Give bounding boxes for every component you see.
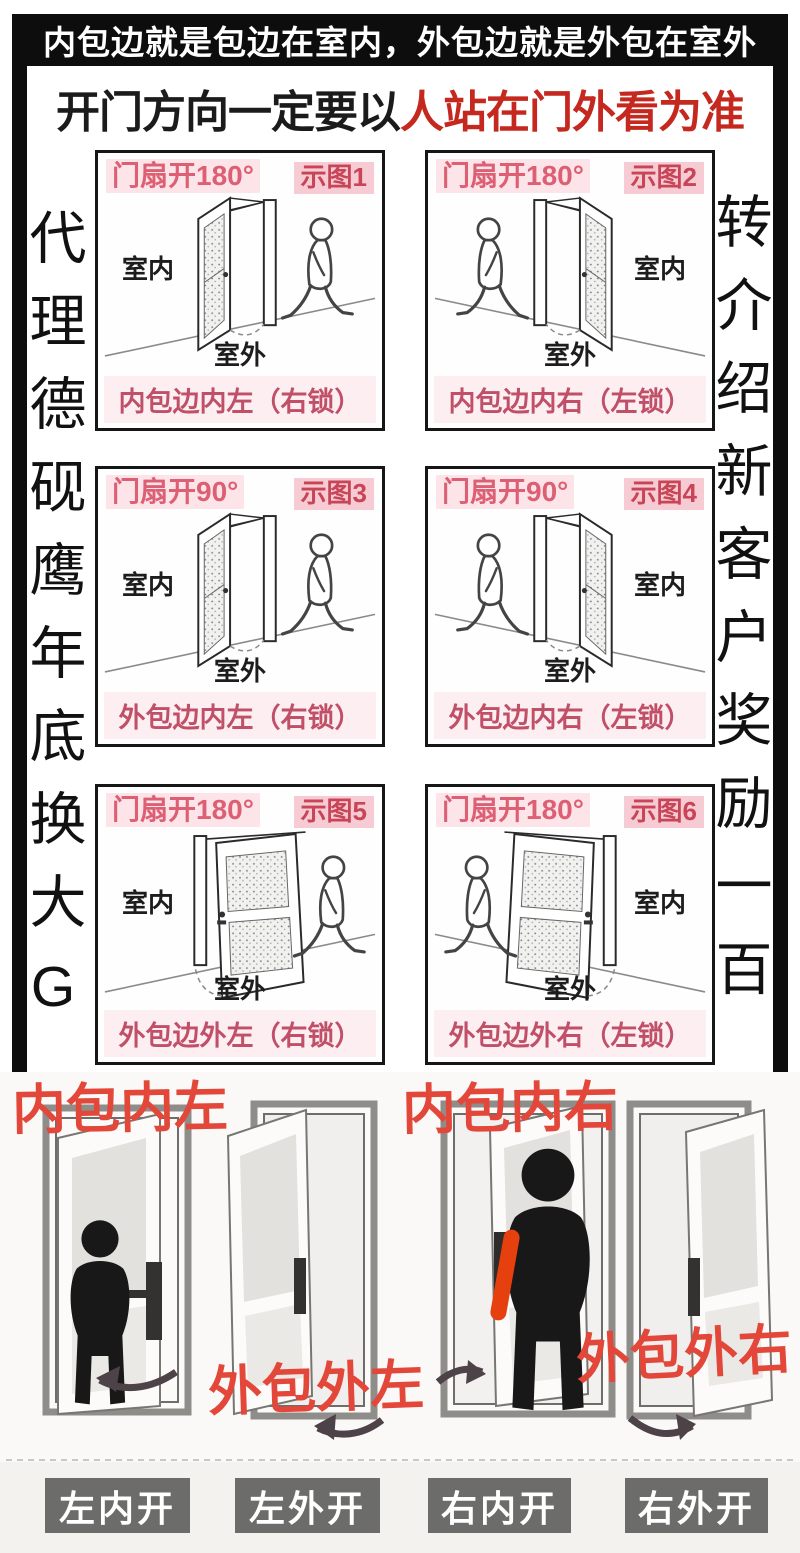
photo-section: 内包内左 内包内右 外包外左 外包外右 <box>0 1072 800 1462</box>
panel-6: 门扇开180° 示图6 室内 室外 外包边外右（左锁） <box>425 784 715 1065</box>
indoor-label: 室内 <box>633 888 686 918</box>
frame-left-bar <box>12 14 27 1090</box>
door-angle-label: 门扇开180° <box>436 159 590 194</box>
outdoor-label: 室外 <box>543 974 596 1004</box>
door-angle-label: 门扇开90° <box>436 475 575 510</box>
door-angle-label: 门扇开180° <box>436 793 590 828</box>
photo-label-outer-left: 外包外左 <box>207 1355 425 1423</box>
outdoor-label: 室外 <box>213 974 266 1004</box>
headline-black-part: 开门方向一定要以 <box>56 88 401 137</box>
handle-highlight-stripe <box>490 1229 520 1321</box>
photo-label-outer-right: 外包外右 <box>574 1319 794 1391</box>
indoor-label: 室内 <box>122 570 175 600</box>
right-vertical-note: 转介绍新客户奖励一百 <box>707 192 771 1022</box>
panel-caption: 内包边内右（左锁） <box>434 376 706 423</box>
frame-right-bar <box>773 14 788 1090</box>
headline: 开门方向一定要以人站在门外看为准 <box>30 76 770 137</box>
headline-red-part: 人站在门外看为准 <box>400 88 745 137</box>
indoor-label: 室内 <box>122 888 175 918</box>
panel-5: 门扇开180° 示图5 室内 室外 外包边外左（右锁） <box>95 784 385 1065</box>
outdoor-label: 室外 <box>213 340 266 370</box>
panel-caption: 外包边内右（左锁） <box>434 692 706 739</box>
door-angle-label: 门扇开180° <box>106 793 260 828</box>
figure-number-label: 示图4 <box>623 478 704 510</box>
left-vertical-note: 代理德砚鹰年底换大G <box>21 208 85 1045</box>
photo-label-inner-left: 内包内左 <box>11 1077 229 1141</box>
panel-1: 门扇开180° 示图1 室内 室外 内包边内左（右锁） <box>95 150 385 431</box>
figure-number-label: 示图3 <box>293 478 374 510</box>
panel-3: 门扇开90° 示图3 室内 室外 外包边内左（右锁） <box>95 466 385 747</box>
figure-number-label: 示图2 <box>623 162 704 194</box>
button-right-outward[interactable]: 右外开 <box>625 1478 768 1533</box>
indoor-label: 室内 <box>633 570 686 600</box>
photo-door-2 <box>226 1100 378 1420</box>
photo-label-inner-right: 内包内右 <box>401 1077 619 1141</box>
panel-caption: 外包边内左（右锁） <box>104 692 376 739</box>
door-angle-label: 门扇开90° <box>106 475 245 510</box>
figure-number-label: 示图1 <box>293 162 374 194</box>
panel-caption: 内包边内左（右锁） <box>104 376 376 423</box>
button-left-inward[interactable]: 左内开 <box>45 1478 190 1533</box>
banner-text: 内包边就是包边在室内，外包边就是外包在室外 <box>43 24 757 61</box>
panel-4: 门扇开90° 示图4 室内 室外 外包边内右（左锁） <box>425 466 715 747</box>
photo-door-4 <box>626 1100 774 1420</box>
figure-number-label: 示图6 <box>623 796 704 828</box>
outdoor-label: 室外 <box>543 340 596 370</box>
indoor-label: 室内 <box>633 254 686 284</box>
door-angle-label: 门扇开180° <box>106 159 260 194</box>
button-left-outward[interactable]: 左外开 <box>235 1478 380 1533</box>
panel-caption: 外包边外左（右锁） <box>104 1010 376 1057</box>
photo-doors-drawing <box>6 1100 794 1461</box>
panel-caption: 外包边外右（左锁） <box>434 1010 706 1057</box>
outdoor-label: 室外 <box>213 656 266 686</box>
top-banner: 内包边就是包边在室内，外包边就是外包在室外 <box>12 14 788 66</box>
panel-2: 门扇开180° 示图2 室内 室外 内包边内右（左锁） <box>425 150 715 431</box>
button-right-inward[interactable]: 右内开 <box>428 1478 571 1533</box>
figure-number-label: 示图5 <box>293 796 374 828</box>
indoor-label: 室内 <box>122 254 175 284</box>
outdoor-label: 室外 <box>543 656 596 686</box>
curved-arrow-icon <box>96 1360 696 1440</box>
